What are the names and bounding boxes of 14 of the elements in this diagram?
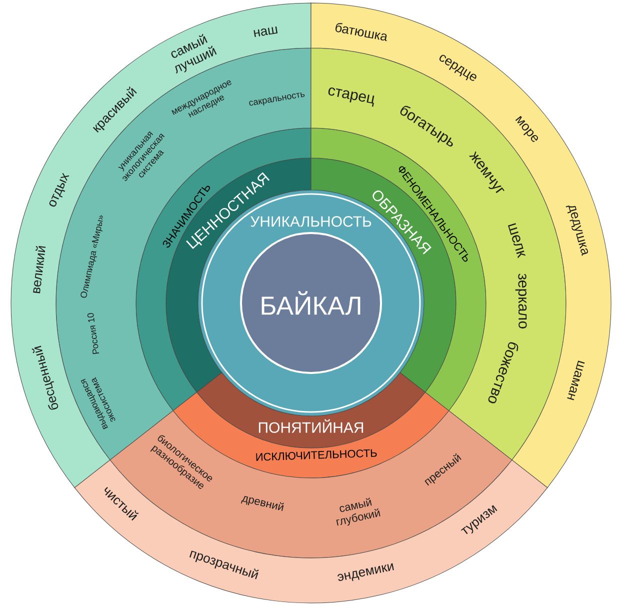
- ring-band: ПОНЯТИЙНАЯ: [196, 372, 426, 448]
- word-label: батюшка: [336, 23, 387, 42]
- word-label: великий: [33, 246, 46, 294]
- word-label: наш: [254, 26, 278, 38]
- word-label: Россия 10: [87, 313, 100, 354]
- word-label: зеркало: [515, 274, 527, 328]
- word-label: шелк: [508, 223, 526, 258]
- word-label: отдых: [49, 172, 70, 207]
- word-label: шаман: [567, 360, 585, 400]
- word-label: древний: [240, 496, 284, 511]
- word-label: эндемики: [338, 563, 394, 582]
- word-label: сакральность: [249, 92, 305, 106]
- word-label: старец: [328, 88, 374, 107]
- word-label: самый глубокий: [336, 498, 380, 526]
